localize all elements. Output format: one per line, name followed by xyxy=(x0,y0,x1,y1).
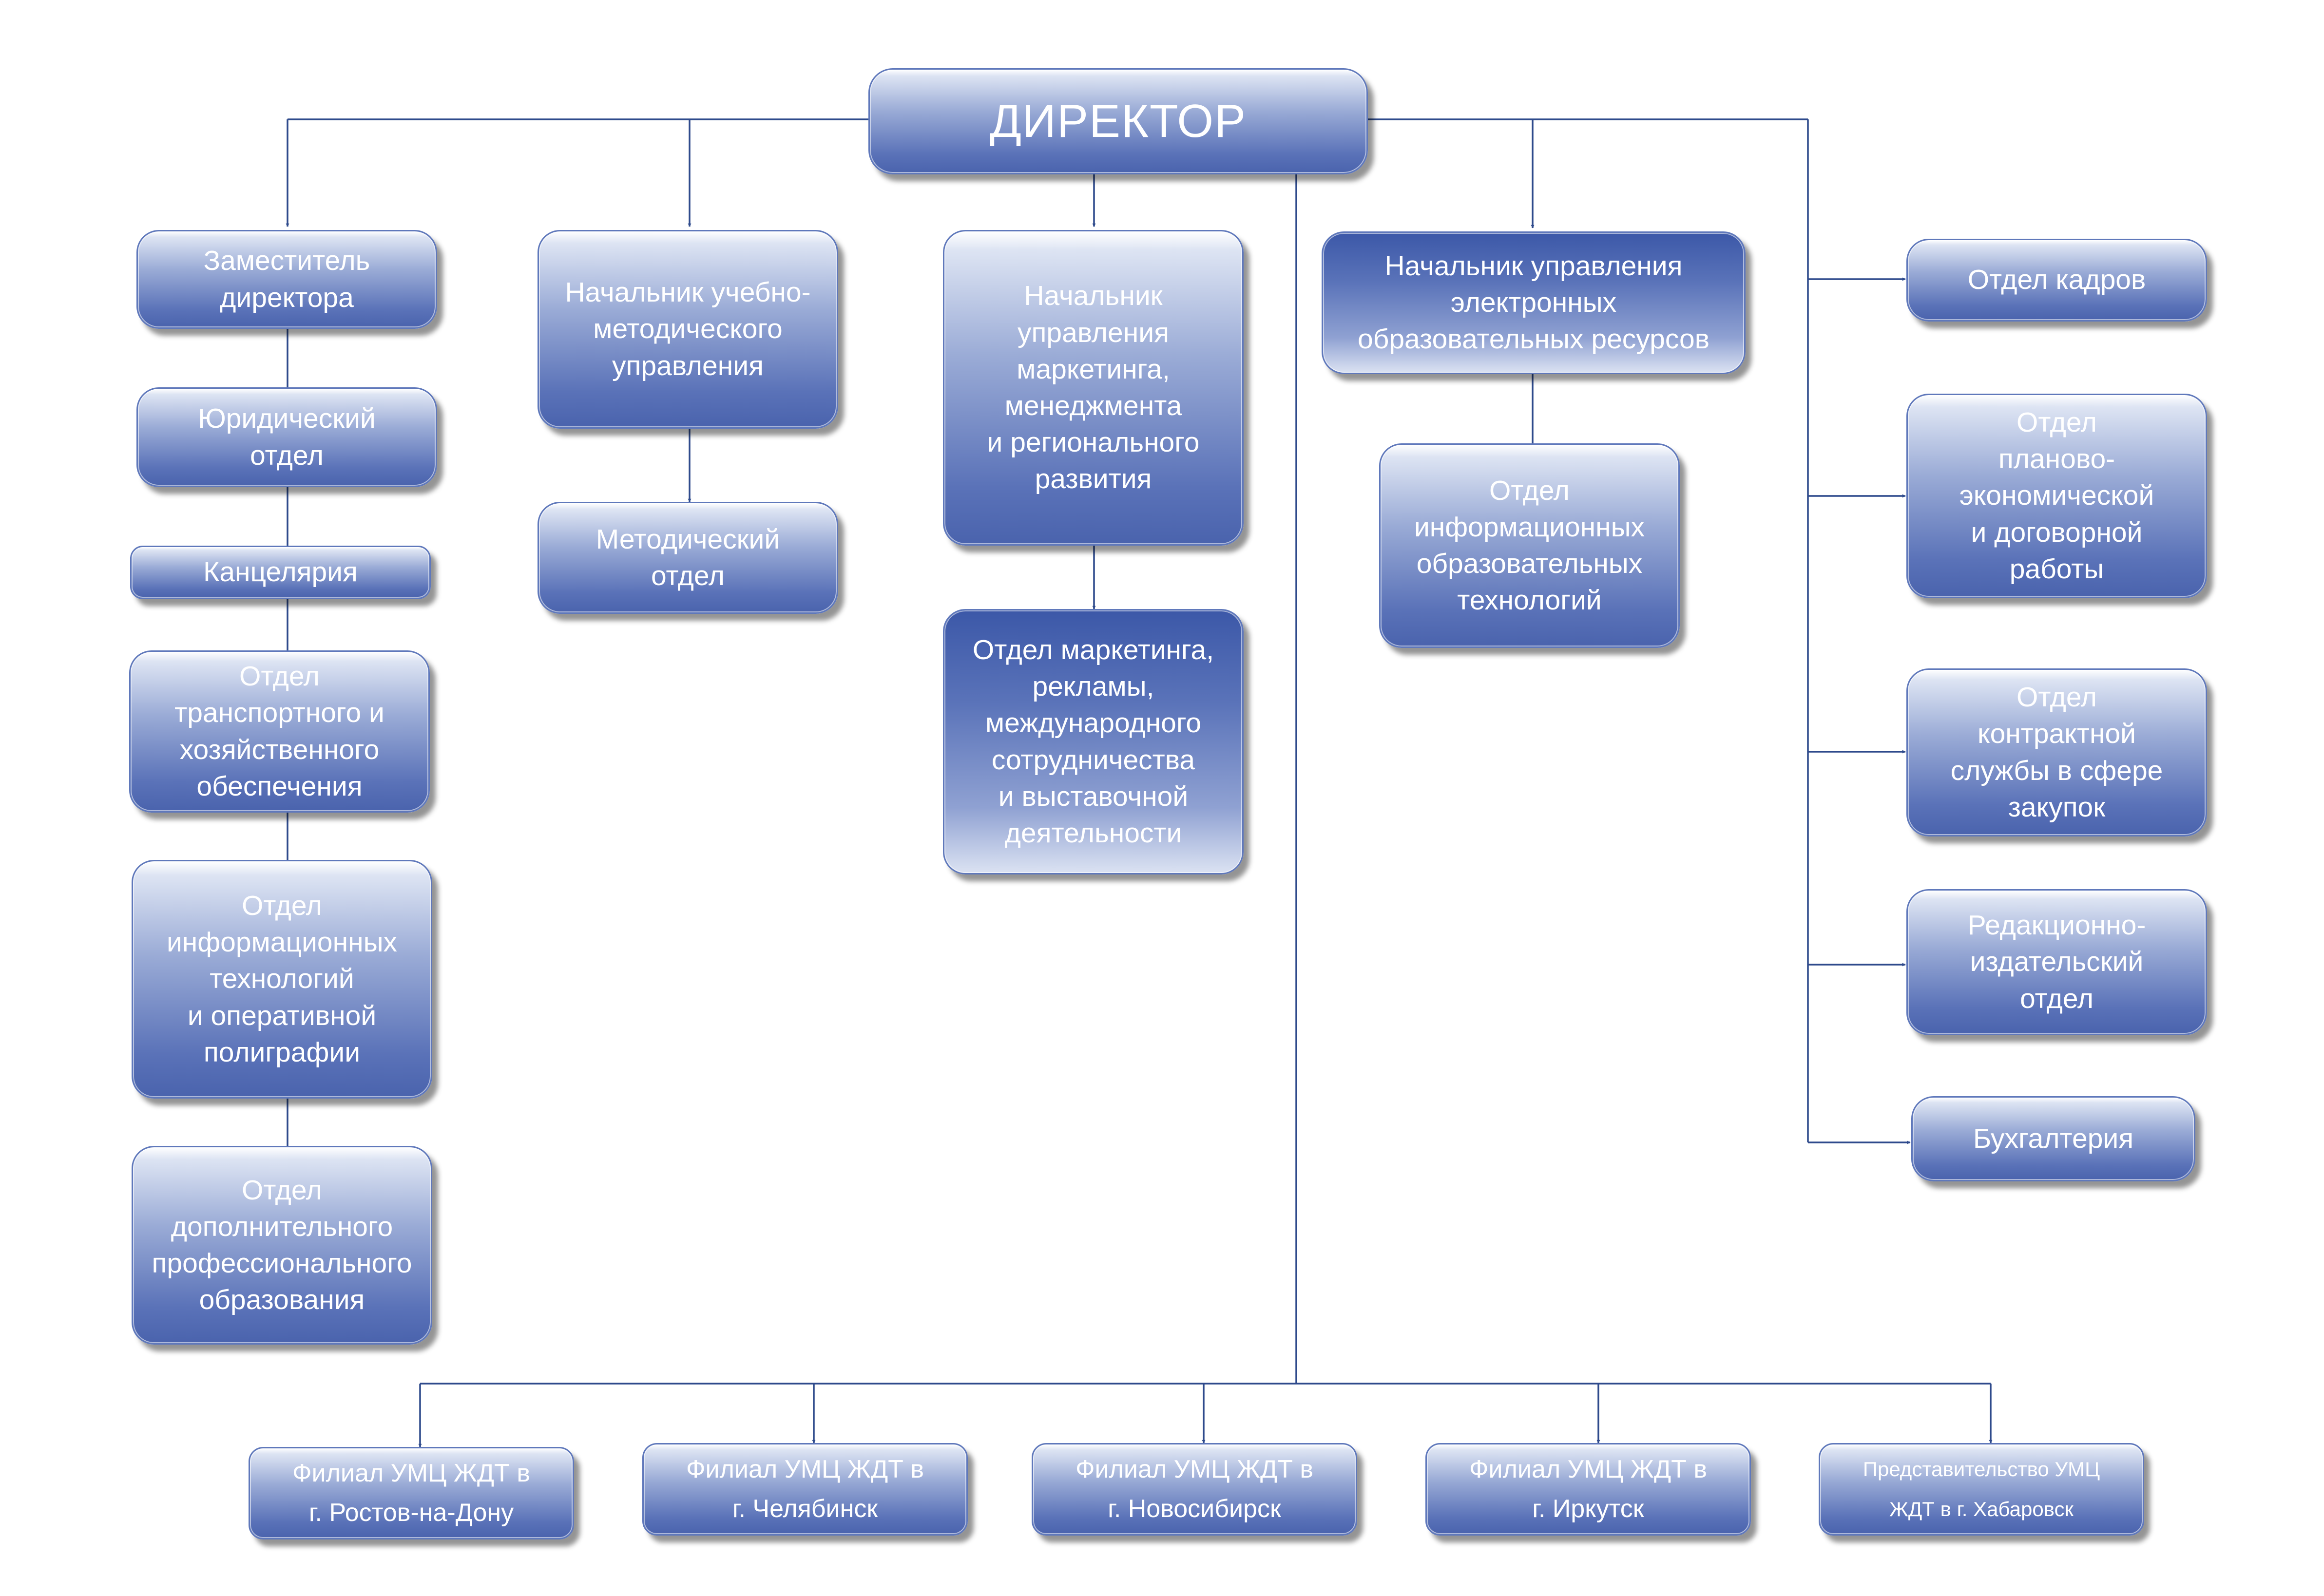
publishing-department-box: Редакционно- издательский отдел xyxy=(1906,889,2207,1035)
deputy-director-box: Заместитель директора xyxy=(136,230,437,329)
methodical-department-box: Методический отдел xyxy=(538,502,838,614)
contract-service-department-box: Отдел контрактной службы в сфере закупок xyxy=(1906,668,2207,836)
branch-khabarovsk-box: Представительство УМЦ ЖДТ в г. Хабаровск xyxy=(1819,1443,2144,1536)
accounting-box: Бухгалтерия xyxy=(1911,1096,2195,1181)
it-printing-department-box: Отдел информационных технологий и операт… xyxy=(132,860,432,1099)
director-box: ДИРЕКТОР xyxy=(868,68,1368,174)
branch-rostov-box: Филиал УМЦ ЖДТ в г. Ростов-на-Дону xyxy=(249,1447,574,1539)
branch-irkutsk-box: Филиал УМЦ ЖДТ в г. Иркутск xyxy=(1425,1443,1751,1536)
legal-department-box: Юридический отдел xyxy=(136,387,437,487)
electronic-resources-head-box: Начальник управления электронных образов… xyxy=(1322,231,1746,374)
transport-department-box: Отдел транспортного и хозяйственного обе… xyxy=(129,650,430,813)
branch-novosibirsk-box: Филиал УМЦ ЖДТ в г. Новосибирск xyxy=(1032,1443,1357,1536)
methodical-head-box: Начальник учебно- методического управлен… xyxy=(538,230,838,429)
chancellery-box: Канцелярия xyxy=(130,546,431,599)
marketing-head-box: Начальник управления маркетинга, менеджм… xyxy=(943,230,1244,546)
marketing-department-box: Отдел маркетинга, рекламы, международног… xyxy=(943,609,1244,874)
extra-education-department-box: Отдел дополнительного профессионального … xyxy=(132,1146,432,1345)
planning-department-box: Отдел планово- экономической и договорно… xyxy=(1906,394,2207,598)
edu-tech-department-box: Отдел информационных образовательных тех… xyxy=(1379,443,1680,648)
branch-chelyabinsk-box: Филиал УМЦ ЖДТ в г. Челябинск xyxy=(642,1443,968,1536)
hr-department-box: Отдел кадров xyxy=(1906,239,2207,322)
